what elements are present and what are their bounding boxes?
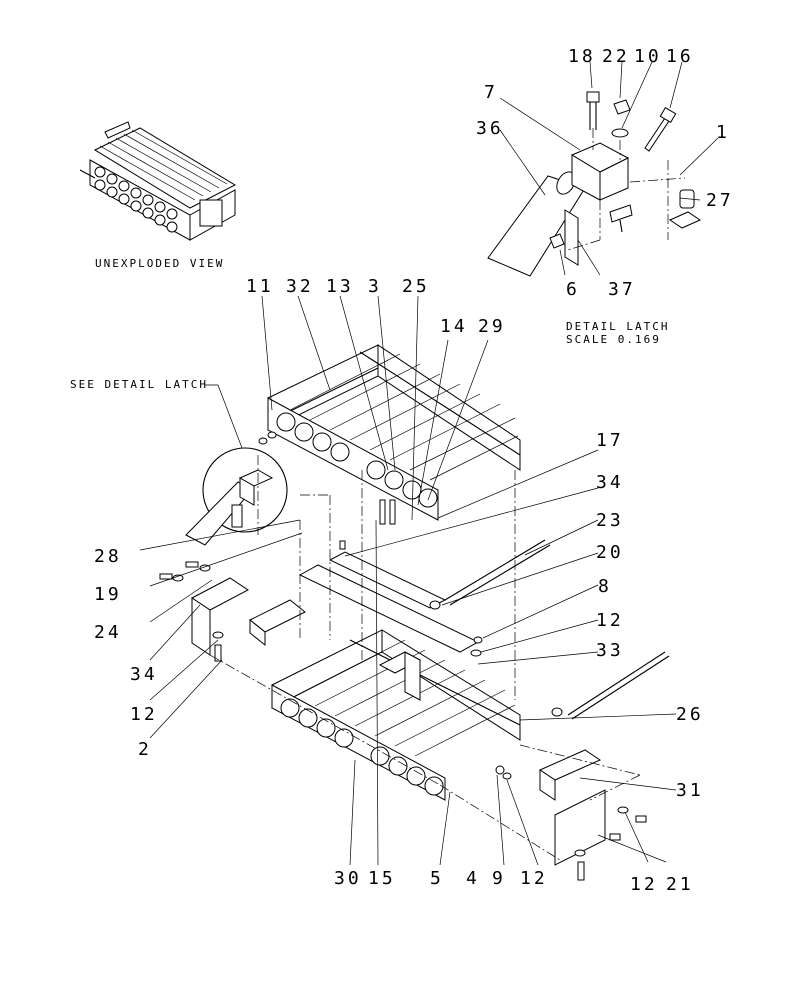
- callout-25: 25: [402, 276, 430, 297]
- unexploded-assembly-thumbnail: [79, 121, 237, 241]
- hardware-fasteners: [159, 431, 647, 881]
- callout-12-left: 12: [130, 704, 158, 725]
- callout-23: 23: [596, 510, 624, 531]
- callout-34-lower: 34: [130, 664, 158, 685]
- callout-12-bottom: 12: [520, 868, 548, 889]
- see-detail-latch-caption: SEE DETAIL LATCH: [70, 378, 208, 391]
- callout-6: 6: [566, 279, 580, 300]
- callout-28: 28: [94, 546, 122, 567]
- callout-11: 11: [246, 276, 274, 297]
- callout-24: 24: [94, 622, 122, 643]
- callout-10: 10: [634, 46, 662, 67]
- callout-30: 30: [334, 868, 362, 889]
- see-detail-leader: [205, 384, 243, 449]
- callout-37: 37: [608, 279, 636, 300]
- callout-1: 1: [716, 122, 730, 143]
- callout-31: 31: [676, 780, 704, 801]
- callout-4: 4: [466, 868, 480, 889]
- callout-16: 16: [666, 46, 694, 67]
- callout-15: 15: [368, 868, 396, 889]
- callout-34-upper: 34: [596, 472, 624, 493]
- detail-leader-lines: [499, 61, 719, 276]
- callout-21: 21: [666, 874, 694, 895]
- see-detail-latch-circle: [185, 447, 288, 546]
- main-leader-lines: [139, 295, 677, 866]
- callout-27: 27: [706, 190, 734, 211]
- callout-29: 29: [478, 316, 506, 337]
- callout-12-corner: 12: [630, 874, 658, 895]
- unexploded-view-caption: UNEXPLODED VIEW: [95, 257, 224, 270]
- callout-7: 7: [484, 82, 498, 103]
- callout-17: 17: [596, 430, 624, 451]
- rod-33: [567, 651, 666, 716]
- plate-21: [554, 789, 606, 866]
- callout-5: 5: [430, 868, 444, 889]
- callout-19: 19: [94, 584, 122, 605]
- callout-20: 20: [596, 542, 624, 563]
- callout-18: 18: [568, 46, 596, 67]
- callout-12-right: 12: [596, 610, 624, 631]
- callout-8: 8: [598, 576, 612, 597]
- callout-33: 33: [596, 640, 624, 661]
- detail-latch-view: [487, 91, 702, 277]
- callout-32: 32: [286, 276, 314, 297]
- lower-tube-frame: [271, 629, 521, 801]
- callout-14: 14: [440, 316, 468, 337]
- rod-23: [444, 539, 546, 601]
- detail-latch-scale: SCALE 0.169: [566, 333, 661, 346]
- construction-center-lines: [209, 455, 641, 861]
- upper-tube-frame: [267, 344, 521, 521]
- callout-36: 36: [476, 118, 504, 139]
- callout-3: 3: [368, 276, 382, 297]
- callout-13: 13: [326, 276, 354, 297]
- callout-22: 22: [602, 46, 630, 67]
- callout-26: 26: [676, 704, 704, 725]
- callout-2: 2: [138, 739, 152, 760]
- callout-9: 9: [492, 868, 506, 889]
- detail-latch-title: DETAIL LATCH: [566, 320, 669, 333]
